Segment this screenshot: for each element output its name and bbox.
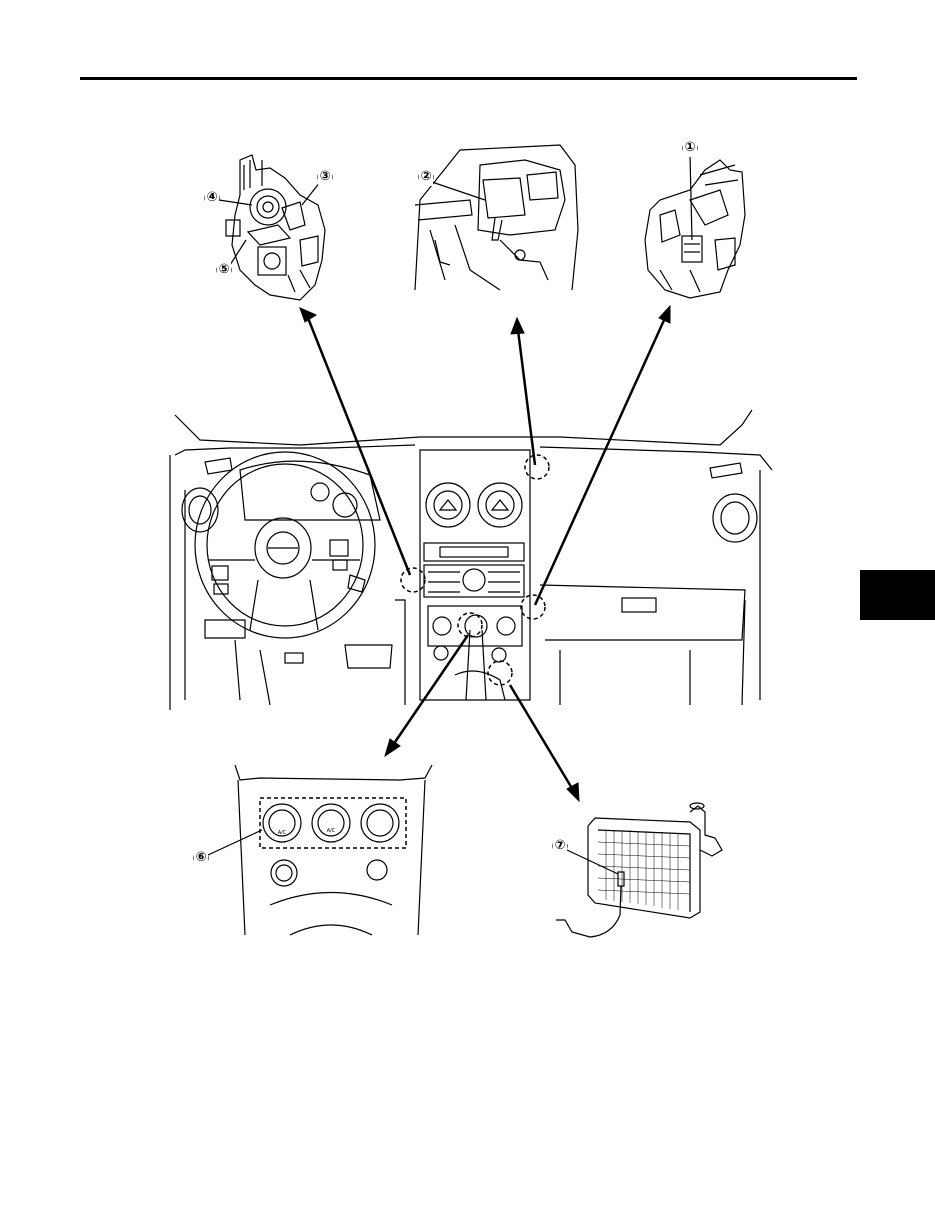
callout-label-3: ③ bbox=[318, 168, 332, 186]
panel-label-ac-mid: A/C bbox=[327, 828, 336, 834]
callout-label-5: ⑤ bbox=[217, 261, 231, 279]
callout-label-6: ⑥ bbox=[194, 849, 208, 867]
section-tab bbox=[860, 570, 935, 620]
callout-label-7: ⑦ bbox=[553, 837, 567, 855]
inset-sensor-under-dash: 2 bbox=[414, 144, 579, 291]
callout-label-2: ② bbox=[419, 168, 433, 186]
panel-label-ac-left: A/C bbox=[278, 830, 287, 836]
callout-label-1: ① bbox=[683, 139, 697, 157]
header-rule bbox=[80, 77, 857, 80]
inset-control-panel: A/C A/C 6 bbox=[193, 764, 433, 936]
dashboard-view bbox=[169, 409, 773, 710]
pointer-arrows-lower bbox=[384, 634, 580, 803]
inset-evaporator: 7 bbox=[552, 802, 723, 938]
inset-intake-unit: 1 bbox=[644, 140, 746, 299]
callout-label-4: ④ bbox=[205, 189, 219, 207]
